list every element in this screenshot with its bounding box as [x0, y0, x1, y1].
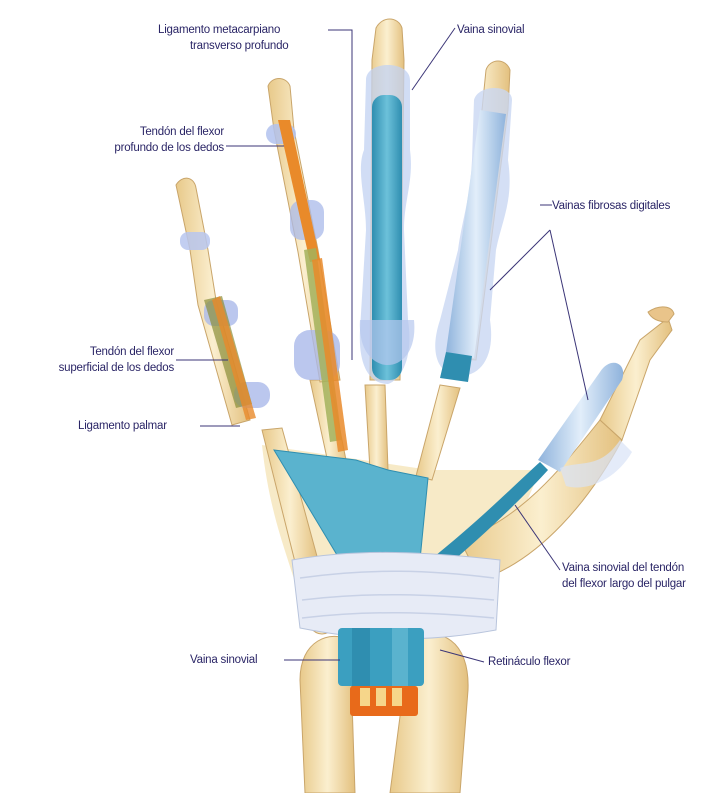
ring-finger: [266, 78, 348, 452]
label-line: Vaina sinovial: [190, 654, 258, 666]
label-line: Vaina sinovial: [457, 24, 525, 36]
label-vaina-sinovial-bottom: Vaina sinovial: [190, 652, 258, 668]
label-tendon-flexor-superficial: Tendón del flexor superficial de los ded…: [14, 344, 175, 376]
label-vaina-sinovial-top: Vaina sinovial: [457, 22, 525, 38]
label-vainas-fibrosas: Vainas fibrosas digitales: [552, 198, 670, 214]
label-vaina-sinovial-pulgar: Vaina sinovial del tendón del flexor lar…: [562, 560, 686, 592]
label-line: Vaina sinovial del tendón: [562, 562, 685, 574]
middle-finger: [359, 18, 415, 384]
label-line: Vainas fibrosas digitales: [552, 200, 671, 212]
thumb-sheath: [430, 362, 632, 572]
label-line: superficial de los dedos: [58, 362, 175, 374]
label-line: profundo de los dedos: [114, 142, 224, 154]
label-line: Retináculo flexor: [488, 656, 571, 668]
label-line: Ligamento metacarpiano: [158, 24, 281, 36]
carpal-tunnel-sheath: [338, 628, 424, 716]
label-ligamento-metacarpiano: Ligamento metacarpiano transverso profun…: [158, 22, 289, 54]
label-line: Tendón del flexor: [89, 346, 174, 358]
label-retinaculo-flexor: Retináculo flexor: [488, 654, 570, 670]
label-tendon-flexor-profundo: Tendón del flexor profundo de los dedos: [74, 124, 224, 156]
little-finger: [175, 177, 270, 426]
leader-lines: [176, 27, 589, 663]
label-line: Tendón del flexor: [139, 126, 224, 138]
label-line: del flexor largo del pulgar: [562, 578, 686, 590]
index-finger: [435, 60, 512, 382]
label-line: transverso profundo: [190, 40, 289, 52]
label-ligamento-palmar: Ligamento palmar: [78, 418, 167, 434]
label-line: Ligamento palmar: [78, 420, 167, 432]
thumb-bones: [459, 306, 675, 581]
flexor-retinaculum: [291, 551, 501, 640]
